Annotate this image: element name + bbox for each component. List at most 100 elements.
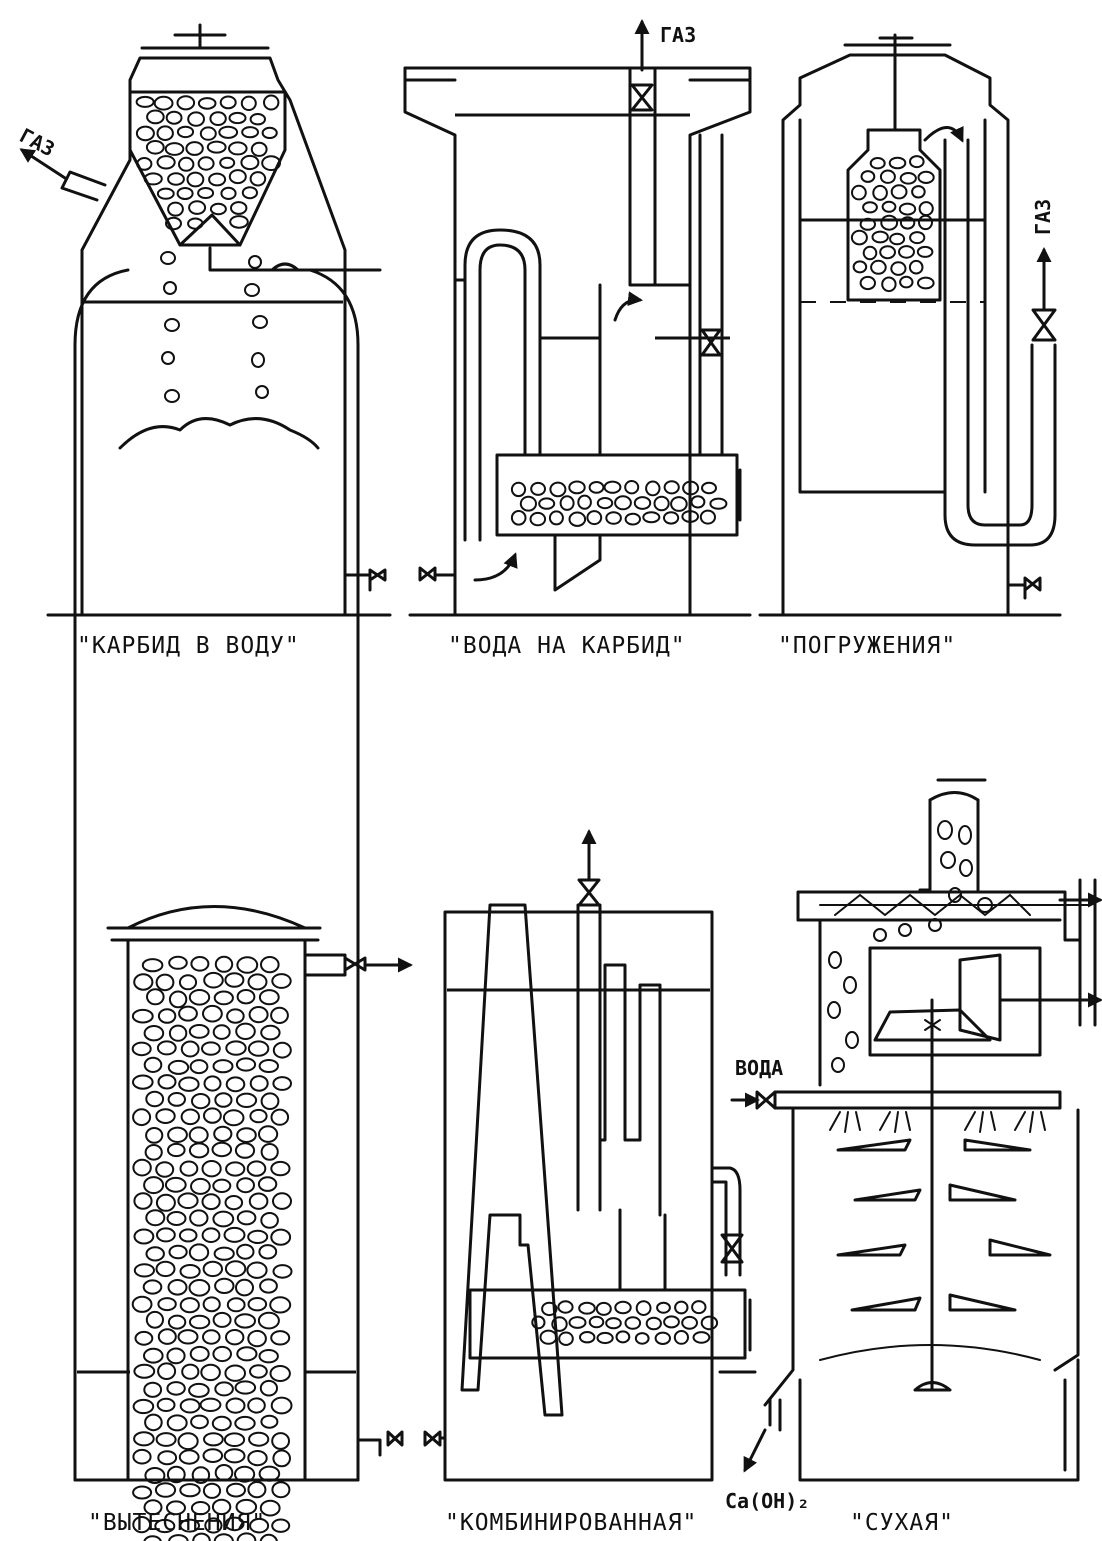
carbide-lump	[260, 1414, 279, 1429]
carbide-lump	[168, 1534, 189, 1541]
carbide-lump	[519, 495, 538, 512]
carbide-lump	[203, 971, 224, 989]
carbide-lump	[270, 1330, 291, 1346]
carbide-lump	[154, 1482, 177, 1498]
carbide-lump	[271, 973, 292, 989]
carbide-lump	[208, 172, 227, 187]
carbide-lump	[596, 1331, 614, 1345]
carbide-lump	[260, 1212, 279, 1229]
carbide-lump	[187, 111, 206, 127]
carbide-lump	[260, 1092, 280, 1110]
carbide-lump	[510, 510, 527, 526]
carbide-lump	[201, 1041, 221, 1056]
carbide-lump	[918, 214, 933, 231]
carbide-lump	[568, 511, 587, 527]
carbide-lump	[209, 111, 227, 126]
carbide-lump	[201, 1227, 221, 1243]
carbide-lump	[188, 1243, 210, 1262]
carbide-lump	[909, 231, 926, 245]
carbide-lump	[131, 1295, 153, 1313]
carbide-lump	[186, 171, 205, 188]
carbide-lump	[177, 1329, 199, 1345]
carbide-lump	[235, 1278, 254, 1297]
carbide-lump	[258, 989, 280, 1006]
carbide-lump	[192, 1532, 211, 1541]
carbide-lump	[670, 496, 688, 512]
carbide-lump	[539, 1329, 558, 1345]
carbide-lump	[157, 1008, 177, 1024]
carbide-lump	[211, 1415, 232, 1432]
carbide-lump	[224, 1364, 246, 1382]
carbide-lump	[234, 1465, 256, 1483]
carbide-lump	[258, 1465, 281, 1482]
carbide-lump	[228, 141, 248, 156]
carbide-lump	[850, 229, 868, 246]
carbide-lump	[179, 1518, 200, 1533]
carbide-lump	[881, 276, 897, 293]
generator-displacement: "ВЫТЕСНЕНИЯ"	[73, 268, 413, 1541]
carbide-lump	[859, 217, 876, 231]
carbide-lump	[188, 1024, 210, 1039]
carbide-lump	[225, 1040, 247, 1056]
carbide-lump	[166, 1500, 186, 1516]
carbide-lump	[132, 1485, 153, 1500]
carbide-lump	[247, 1229, 269, 1245]
carbide-lump	[189, 1209, 209, 1227]
carbide-lump	[681, 1315, 698, 1330]
carbide-lump	[155, 1432, 177, 1447]
carbide-lump	[212, 1210, 235, 1228]
carbide-lump	[167, 1092, 187, 1107]
carbide-lump	[548, 510, 564, 526]
carbide-lump	[133, 1363, 156, 1379]
carbide-lump	[133, 1431, 155, 1447]
carbide-lump	[260, 956, 280, 974]
carbide-lump	[559, 495, 575, 511]
carbide-lump	[146, 988, 165, 1006]
generator-carbide-to-water: ГАЗ "КАРБИД В ВОДУ"	[16, 23, 392, 659]
carbide-lump	[164, 1176, 187, 1193]
carbide-lump	[189, 1345, 210, 1362]
carbide-lump	[133, 1263, 155, 1278]
carbide-lump	[258, 1059, 279, 1073]
carbide-lump	[588, 481, 605, 494]
carbide-lump	[272, 1192, 292, 1210]
carbide-lump	[144, 1144, 163, 1161]
carbide-lump	[236, 1210, 257, 1226]
carbide-lump	[167, 1142, 186, 1158]
carbide-lump	[178, 1076, 200, 1092]
carbide-lump	[168, 990, 188, 1009]
carbide-lump	[156, 125, 174, 141]
carbide-lump	[682, 480, 700, 496]
carbide-lump	[179, 1398, 201, 1414]
carbide-lump	[663, 1315, 680, 1329]
carbide-lump	[213, 1533, 234, 1541]
carbide-lump	[164, 142, 185, 156]
carbide-lump	[653, 495, 670, 512]
carbide-lump	[579, 1331, 596, 1344]
carbide-lump	[202, 1260, 224, 1278]
carbide-lump	[212, 1059, 234, 1074]
carbide-lump	[226, 1482, 246, 1498]
carbide-lump	[596, 497, 614, 510]
carbide-lump	[219, 95, 237, 110]
carbide-lump	[167, 1126, 188, 1144]
carbide-lump	[135, 95, 155, 108]
carbide-lump	[249, 1364, 268, 1379]
carbide-lump	[132, 1516, 152, 1534]
carbide-lump	[136, 157, 153, 171]
carbide-lump	[271, 1481, 291, 1499]
carbide-lump	[272, 1264, 293, 1279]
carbide-lump	[202, 1482, 222, 1499]
carbide-lump	[872, 184, 888, 201]
gas-label: ГАЗ	[16, 123, 59, 161]
carbide-lump	[212, 1311, 232, 1328]
carbide-lump	[578, 1301, 596, 1315]
carbide-lump	[157, 1297, 177, 1312]
carbide-lump	[235, 1022, 256, 1041]
carbide-lump	[157, 1362, 177, 1380]
carbide-lump	[260, 1024, 281, 1041]
carbide-lump	[888, 156, 907, 170]
carbide-lump	[167, 1314, 187, 1330]
carbide-lumps	[531, 1300, 719, 1346]
